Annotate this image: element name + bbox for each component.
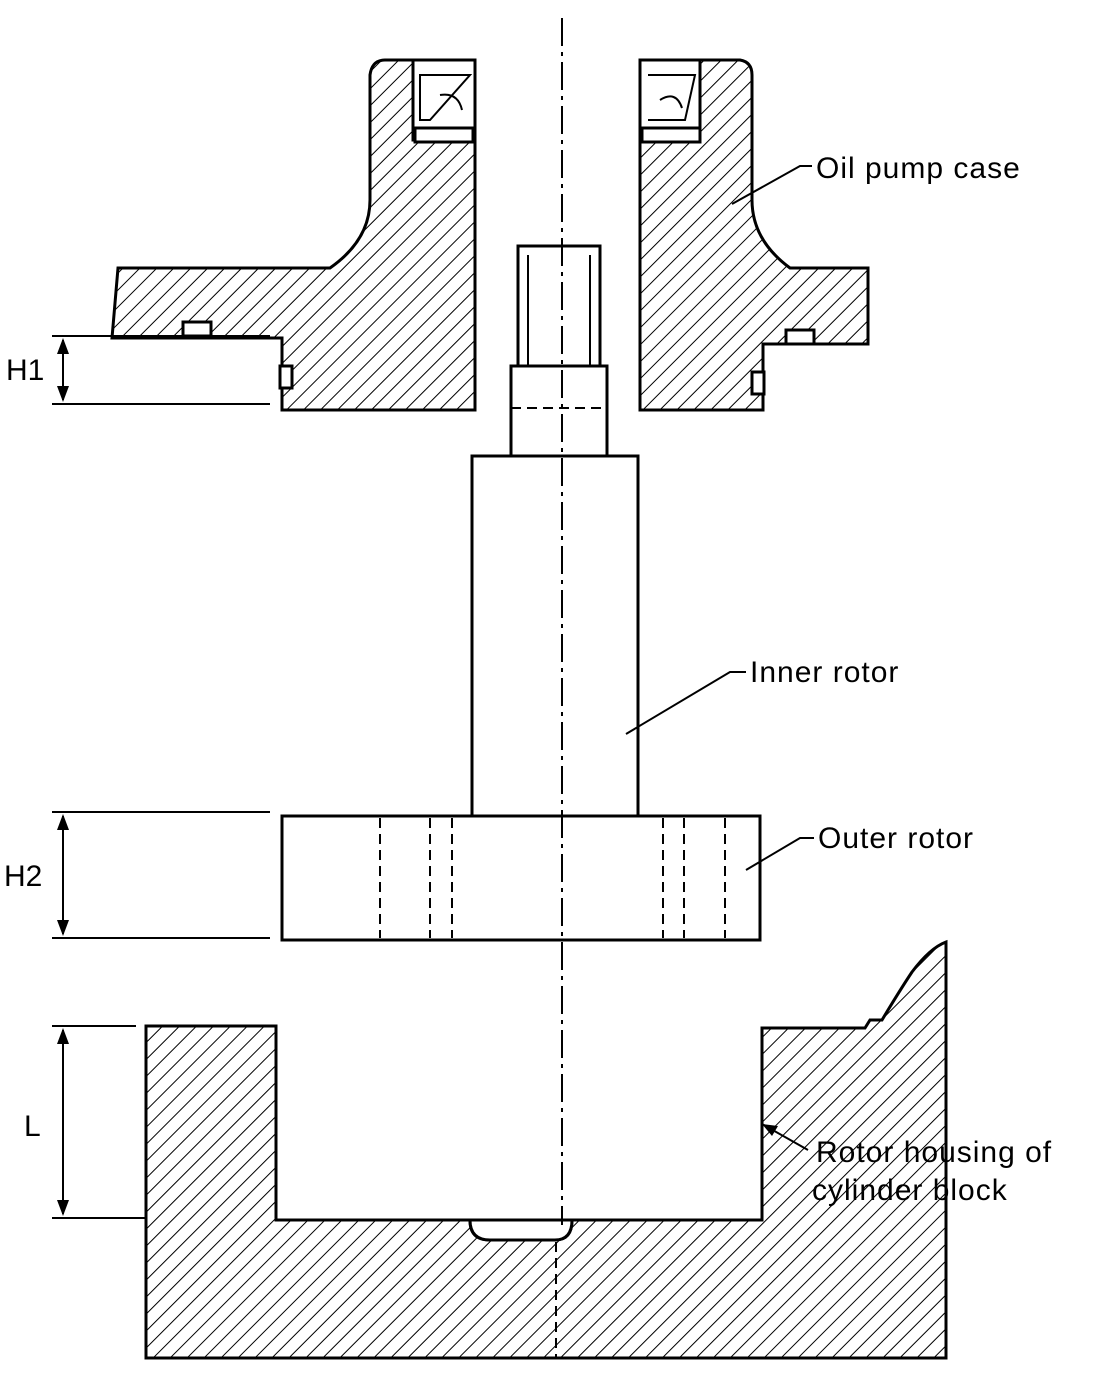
outer-rotor: [280, 814, 762, 942]
callout-outer-rotor: Outer rotor: [745, 822, 974, 871]
dimension-l: L: [24, 1025, 146, 1219]
leader-inner-rotor: [625, 671, 746, 735]
outer-rotor-body: [280, 814, 762, 942]
inner-rotor-label: Inner rotor: [750, 656, 899, 689]
h2-label: H2: [4, 860, 42, 893]
leader-oil-pump-case: [731, 165, 812, 205]
pump-case-right-section: [638, 58, 870, 412]
h1-label: H1: [6, 354, 44, 387]
rotor-housing-label-line2: cylinder block: [812, 1174, 1008, 1207]
oil-pump-case-label: Oil pump case: [816, 152, 1021, 185]
rotor-housing: [144, 939, 948, 1360]
callout-inner-rotor: Inner rotor: [625, 656, 899, 735]
inner-rotor-thread: [516, 244, 602, 368]
oil-pump-case: [110, 58, 870, 412]
inner-rotor: [470, 244, 640, 818]
inner-rotor-body: [470, 454, 640, 818]
dimension-h2: H2: [4, 811, 270, 939]
outer-rotor-label: Outer rotor: [818, 822, 974, 855]
callout-rotor-housing: Rotor housing of cylinder block: [761, 1123, 1052, 1207]
o-ring-notch-left: [181, 320, 213, 338]
inner-rotor-shoulder: [509, 364, 609, 458]
o-ring-notch-right: [784, 328, 816, 346]
leader-outer-rotor: [745, 837, 814, 871]
callout-oil-pump-case: Oil pump case: [731, 152, 1021, 205]
l-label: L: [24, 1110, 41, 1143]
dimension-h1: H1: [6, 335, 270, 405]
rotor-housing-label-line1: Rotor housing of: [816, 1136, 1052, 1169]
